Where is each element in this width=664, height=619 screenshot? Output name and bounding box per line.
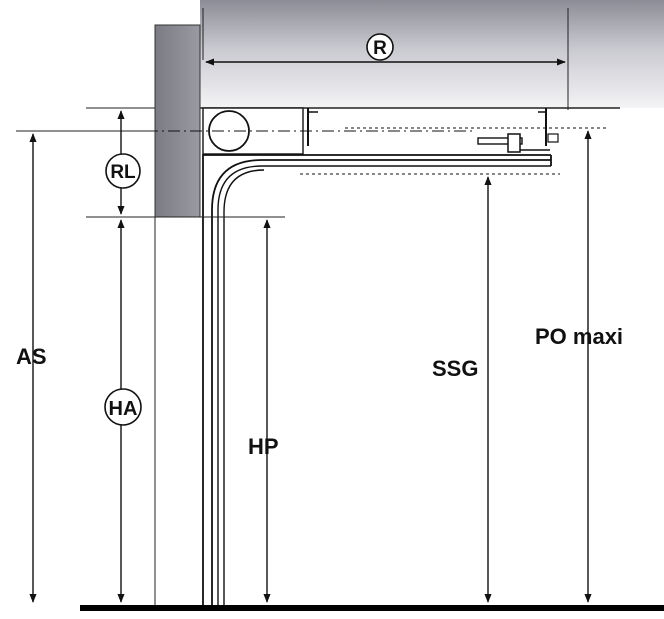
floor-line <box>80 605 664 611</box>
ceiling-bracket-right <box>538 108 547 146</box>
ceiling-bracket-left <box>307 108 318 146</box>
lintel-wall <box>154 24 201 218</box>
r-label-circle <box>366 33 394 61</box>
as-label: AS <box>16 344 47 369</box>
ceiling-slab <box>200 0 664 108</box>
po-maxi-label: PO maxi <box>535 324 623 349</box>
door-track <box>202 154 552 605</box>
hp-label: HP <box>248 434 279 459</box>
ssg-label: SSG <box>432 356 478 381</box>
ha-label-circle <box>104 388 142 426</box>
ha-label: HA <box>109 398 138 420</box>
rl-label-circle <box>105 153 141 189</box>
operator-bracket <box>477 133 559 153</box>
rl-label: RL <box>110 162 136 183</box>
r-label: R <box>373 38 387 59</box>
